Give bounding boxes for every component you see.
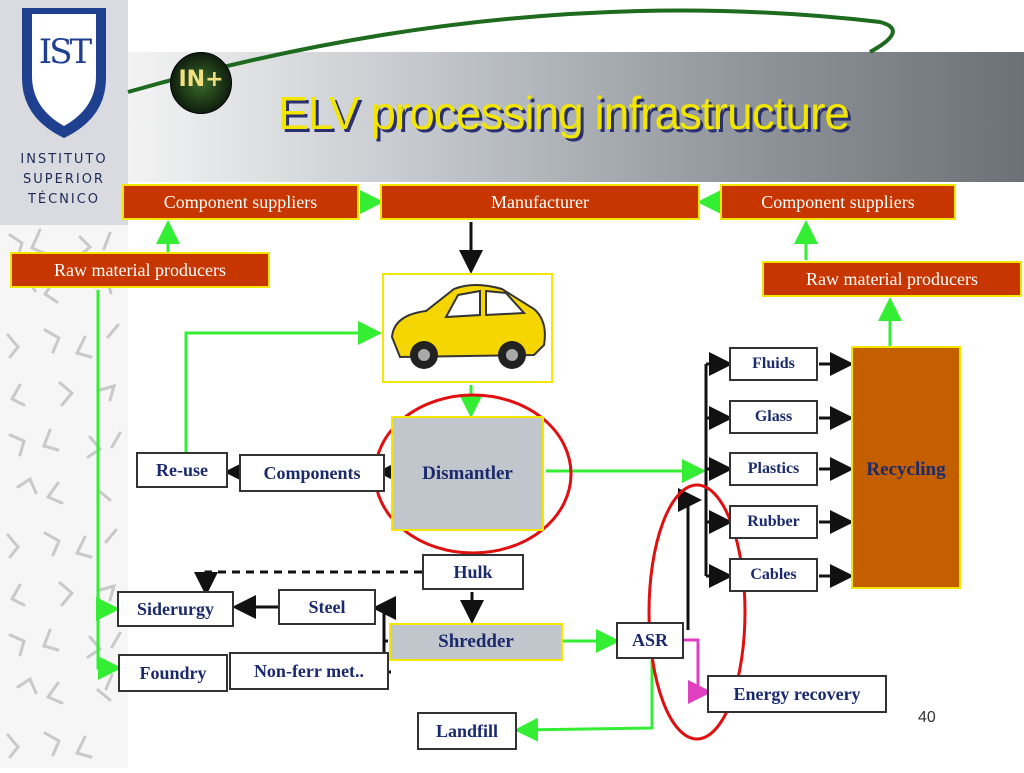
logo-line-1: INSTITUTO	[20, 152, 108, 167]
steel-node: Steel	[278, 589, 376, 625]
cables-node: Cables	[729, 558, 818, 592]
slide-title: ELV processing infrastructure	[278, 87, 850, 139]
shredder-node: Shredder	[389, 623, 563, 661]
car-icon	[390, 284, 546, 369]
raw-material-producers-right: Raw material producers	[762, 261, 1022, 297]
rubber-node: Rubber	[729, 505, 818, 539]
in-plus-badge-icon: IN+	[170, 52, 232, 114]
landfill-node: Landfill	[417, 712, 517, 750]
highlight-ellipse-asr	[647, 483, 747, 741]
logo-line-2: SUPERIOR	[23, 172, 105, 187]
car-image	[382, 273, 553, 383]
reuse-node: Re-use	[136, 452, 228, 488]
ist-logo-panel: IST INSTITUTO SUPERIOR TÉCNICO	[0, 0, 128, 225]
badge-text: IN+	[178, 67, 224, 92]
component-suppliers-left: Component suppliers	[122, 184, 359, 220]
ist-shield-icon	[22, 8, 106, 138]
raw-material-producers-left: Raw material producers	[10, 252, 270, 288]
components-node: Components	[239, 454, 385, 492]
page-number: 40	[918, 709, 936, 726]
siderurgy-node: Siderurgy	[117, 591, 234, 627]
energy-recovery-node: Energy recovery	[707, 675, 887, 713]
non-ferrous-metals-node: Non-ferr met..	[229, 652, 389, 690]
fluids-node: Fluids	[729, 347, 818, 381]
banner-swoosh-icon	[127, 8, 895, 94]
logo-line-3: TÉCNICO	[27, 192, 101, 207]
glass-node: Glass	[729, 400, 818, 434]
title-banner	[128, 52, 1024, 182]
manufacturer: Manufacturer	[380, 184, 700, 220]
shield-text: IST	[38, 32, 92, 72]
hulk-node: Hulk	[422, 554, 524, 590]
asr-node: ASR	[616, 622, 684, 659]
dismantler-node: Dismantler	[391, 416, 544, 531]
component-suppliers-right: Component suppliers	[720, 184, 956, 220]
recycling-node: Recycling	[851, 346, 961, 589]
plastics-node: Plastics	[729, 452, 818, 486]
decorative-pattern	[0, 225, 128, 768]
foundry-node: Foundry	[118, 654, 228, 692]
